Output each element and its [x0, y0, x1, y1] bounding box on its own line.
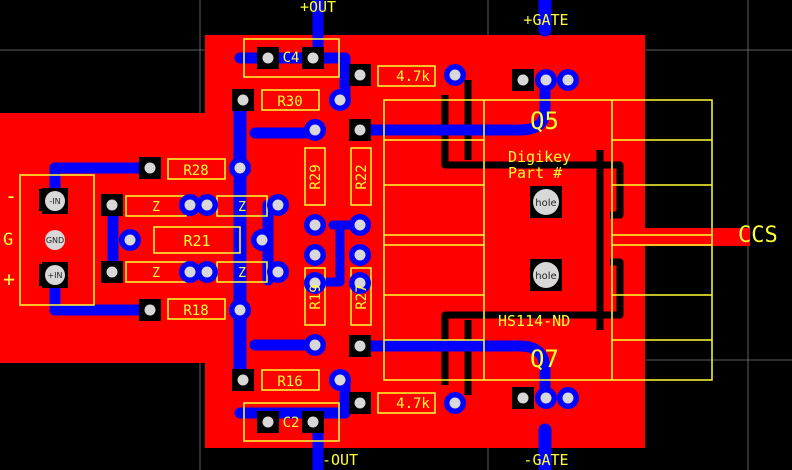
pad [349, 392, 371, 414]
label-ccs: CCS [738, 223, 778, 248]
pad [139, 157, 161, 179]
label-heatsink: HS114-ND [498, 312, 570, 330]
pad [329, 369, 351, 391]
pad [302, 47, 324, 69]
pad [179, 194, 201, 216]
label-zener: Z [152, 200, 160, 215]
label-r18: R18 [183, 303, 208, 319]
label-r27: R27 [354, 284, 370, 309]
label-out-neg: -OUT [322, 451, 358, 469]
pad [251, 229, 273, 251]
label-r21: R21 [183, 232, 210, 250]
input-pad-label: GND [46, 236, 64, 245]
label-r22: R22 [354, 164, 370, 189]
label-out-pos: +OUT [300, 0, 336, 16]
label-gate-pos: +GATE [523, 11, 568, 29]
label-zener: Z [238, 200, 246, 215]
pad [232, 89, 254, 111]
input-pad-in_pos: +IN [42, 262, 68, 288]
pad [267, 261, 289, 283]
pad [444, 64, 466, 86]
labels-layer: +OUT -OUT +GATE -GATE CCS Q5 Q7 Digikey … [3, 0, 778, 469]
label-c2: C2 [283, 415, 300, 431]
pad [304, 244, 326, 266]
pad [196, 194, 218, 216]
pad [557, 69, 579, 91]
pad [196, 261, 218, 283]
pad [179, 261, 201, 283]
pad [119, 229, 141, 251]
mounting-hole: hole [530, 259, 562, 291]
label-digikey: Digikey [508, 148, 571, 166]
label-plus-sign: + [3, 267, 15, 291]
pad [257, 47, 279, 69]
label-zener: Z [152, 266, 160, 281]
pad [349, 272, 371, 294]
pad [535, 69, 557, 91]
label-part-num: Part # [508, 164, 562, 182]
pad [349, 119, 371, 141]
pad [349, 244, 371, 266]
label-r29: R29 [308, 164, 324, 189]
label-r30: R30 [277, 94, 302, 110]
pad [304, 272, 326, 294]
label-gate-neg: -GATE [523, 451, 568, 469]
pad [512, 69, 534, 91]
silkscreen-layer [19, 38, 713, 442]
input-pad-label: -IN [49, 197, 60, 206]
pad [444, 392, 466, 414]
pads-layer: hole hole -IN GND +IN [39, 47, 579, 433]
pad [267, 194, 289, 216]
pad [349, 64, 371, 86]
pad [101, 194, 123, 216]
label-q5: Q5 [530, 107, 559, 135]
label-q7: Q7 [530, 345, 559, 373]
label-zener: Z [238, 266, 246, 281]
pad [557, 387, 579, 409]
pad [232, 369, 254, 391]
pad [535, 387, 557, 409]
label-g-sign: G [3, 230, 13, 250]
pad [229, 157, 251, 179]
input-pad-gnd: GND [42, 227, 68, 253]
label-res-bot: 4.7k [396, 396, 430, 412]
hole-label: hole [535, 198, 556, 209]
label-r28: R28 [183, 163, 208, 179]
input-pad-label: +IN [47, 271, 62, 280]
pad [512, 387, 534, 409]
label-res-top: 4.7k [396, 69, 430, 85]
pad [349, 335, 371, 357]
pad [257, 411, 279, 433]
label-c4: C4 [283, 50, 300, 66]
pad [349, 214, 371, 236]
hole-label: hole [535, 271, 556, 282]
label-r16: R16 [277, 374, 302, 390]
pad [304, 214, 326, 236]
pad [304, 119, 326, 141]
pad [101, 261, 123, 283]
pad [302, 411, 324, 433]
pad [329, 89, 351, 111]
input-pad-in_neg: -IN [42, 188, 68, 214]
label-r19: R19 [308, 284, 324, 309]
label-minus-sign: - [5, 184, 17, 208]
clearance-traces [441, 80, 624, 395]
pad [139, 299, 161, 321]
pad [304, 334, 326, 356]
pad [229, 299, 251, 321]
mounting-hole: hole [530, 186, 562, 218]
